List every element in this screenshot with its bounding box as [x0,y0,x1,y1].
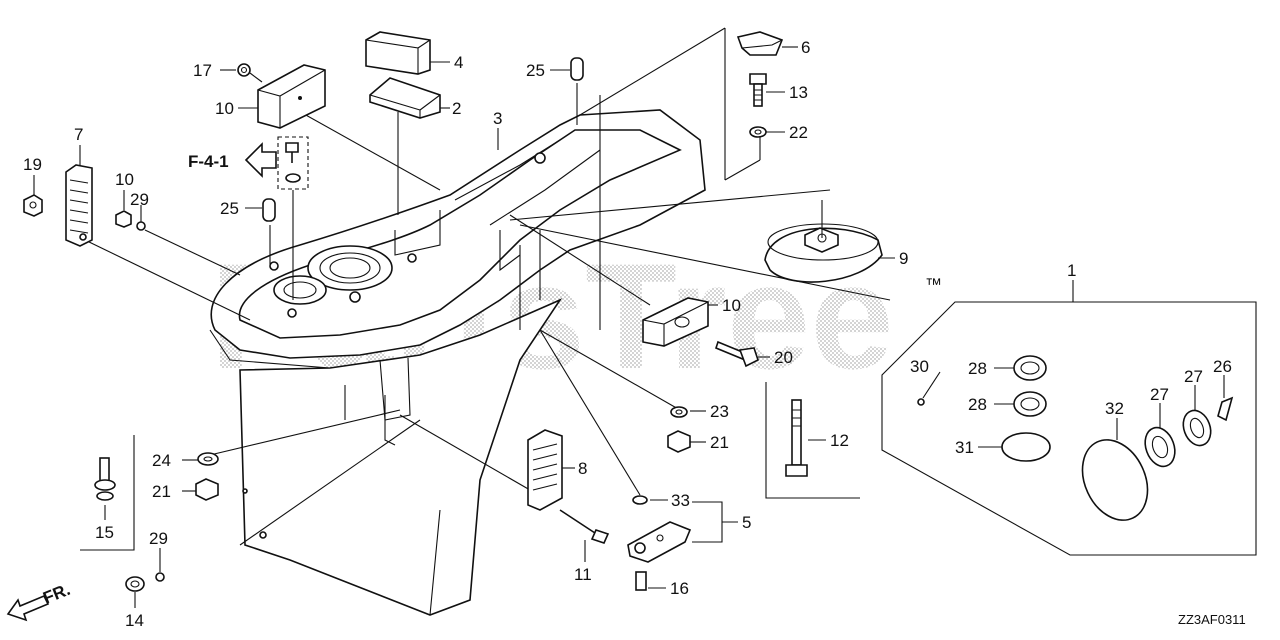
callout-10-upper: 10 [215,99,234,118]
callout-21-left: 21 [152,482,171,501]
callout-4: 4 [454,53,463,72]
callout-27-right: 27 [1184,367,1203,386]
part-24-washer [197,452,219,466]
part-30-pin [917,398,925,406]
section-ref-label: F-4-1 [188,152,229,171]
callout-19: 20 [774,348,793,367]
callout-9: 9 [899,249,908,268]
part-23-washer [670,406,688,418]
part-16-bolt-washer [80,435,135,551]
callout-26: 26 [1213,357,1232,376]
callout-29-upper: 29 [130,190,149,209]
part-2-bracket [369,77,441,119]
callout-20: 19 [23,155,42,174]
part-10-mount-rubber-lower [642,297,709,347]
callout-23: 23 [710,402,729,421]
part-19-bolt [715,340,759,368]
part-14-bolt [749,73,767,107]
callout-6: 6 [801,38,810,57]
callout-5: 5 [742,513,751,532]
callout-11: 10 [115,170,134,189]
part-28-bearing [1013,355,1047,417]
gear-case-housing [209,109,706,616]
part-11-nut [115,210,132,228]
callout-8: 8 [578,459,587,478]
part-4-rubber-pad [365,31,431,75]
callout-3: 3 [493,109,502,128]
callout-1: 1 [1067,261,1076,280]
callout-16: 15 [95,523,114,542]
part-22-washer [749,126,767,138]
part-31-o-ring [1001,432,1051,462]
callout-28-lower: 28 [968,395,987,414]
part-1-kit-box [881,280,1257,556]
callout-labels: 17 10 4 2 3 25 25 7 19 10 29 6 13 22 9 1… [23,38,1232,630]
callout-25-lower: 25 [220,199,239,218]
callout-18: 17 [193,61,212,80]
part-bolt-washer-group [277,136,309,190]
part-7-water-screen [65,164,93,247]
part-15-drain-plug [125,576,145,592]
trademark-symbol: ™ [925,275,942,294]
callout-33: 33 [671,491,690,510]
figure-code: ZZ3AF0311 [1178,612,1246,627]
callout-7: 7 [74,125,83,144]
forward-label: FR. [40,580,73,608]
callout-13: 12 [830,431,849,450]
forward-direction-arrow: FR. [6,580,73,622]
part-21-nut [195,430,691,501]
part-32-o-ring-large [1081,439,1149,521]
part-5-trim-tab [627,501,738,563]
callout-10-lower: 10 [722,296,741,315]
part-10-mount-rubber-upper [257,64,326,129]
callout-28-upper: 28 [968,359,987,378]
callout-12: 11 [574,565,592,584]
callout-14: 13 [789,83,808,102]
callout-32: 32 [1105,399,1124,418]
callout-17: 16 [670,579,689,598]
callout-24: 24 [152,451,171,470]
callout-21-right: 21 [710,433,729,452]
callout-30: 30 [910,357,929,376]
part-13-long-bolt [765,382,860,499]
part-26-circlip [1217,396,1234,422]
section-ref-arrow: F-4-1 [188,142,277,178]
part-20-nut [23,194,43,217]
part-33-washer [632,495,648,505]
callout-29-lower: 29 [149,529,168,548]
callout-27-left: 27 [1150,385,1169,404]
callout-2: 2 [452,99,461,118]
part-17-bolt [635,571,647,591]
part-12-screw [559,509,610,544]
callout-31: 31 [955,438,974,457]
callout-25-upper: 25 [526,61,545,80]
part-9-anode [764,200,883,283]
part-8-water-screen [527,429,563,511]
callout-leaders [33,46,1225,608]
part-18-nut [237,63,251,77]
callout-15: 14 [125,611,144,630]
part-27-oil-seal [1144,409,1212,468]
part-6-clip [736,31,784,56]
callout-22: 22 [789,123,808,142]
part-25-dowel-pin [262,57,584,222]
